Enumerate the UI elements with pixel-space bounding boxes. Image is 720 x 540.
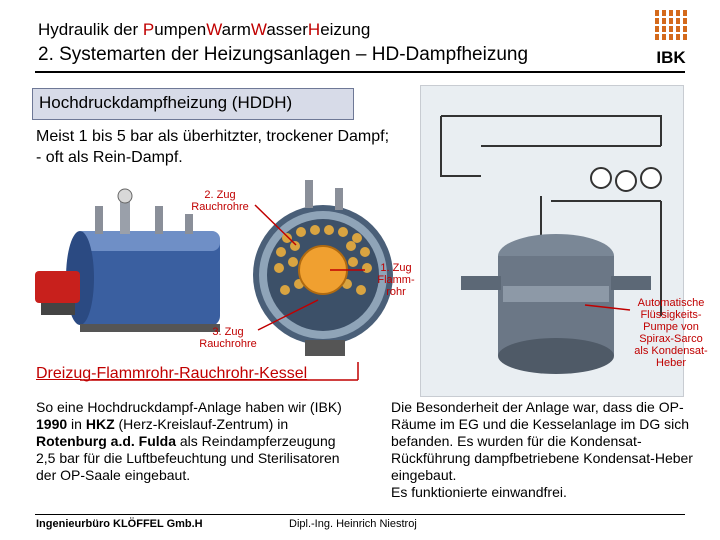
slide-header-title: Hydraulik der PumpenWarmWasserHeizung [38,20,371,39]
intro-text: Meist 1 bis 5 bar als überhitzter, trock… [36,128,390,166]
footer-company: Ingenieurbüro KLÖFFEL Gmb.H [36,518,203,530]
footer-author: Dipl.-Ing. Heinrich Niestroj [289,518,417,530]
section-heading: Hochdruckdampfheizung (HDDH) [32,88,354,120]
boiler-caption: Dreizug-Flammrohr-Rauchrohr-Kessel [36,365,308,382]
body-text-right: Die Besonderheit der Anlage war, dass di… [391,399,693,500]
slide-subtitle: 2. Systemarten der Heizungsanlagen – HD-… [38,44,529,65]
footer-divider [35,514,685,515]
header-divider [35,71,685,73]
boiler-photo [35,176,230,356]
ibk-logo: IBK [655,10,687,66]
body-text-left: So eine Hochdruckdampf-Anlage haben wir … [36,399,342,483]
logo-text: IBK [656,48,686,66]
